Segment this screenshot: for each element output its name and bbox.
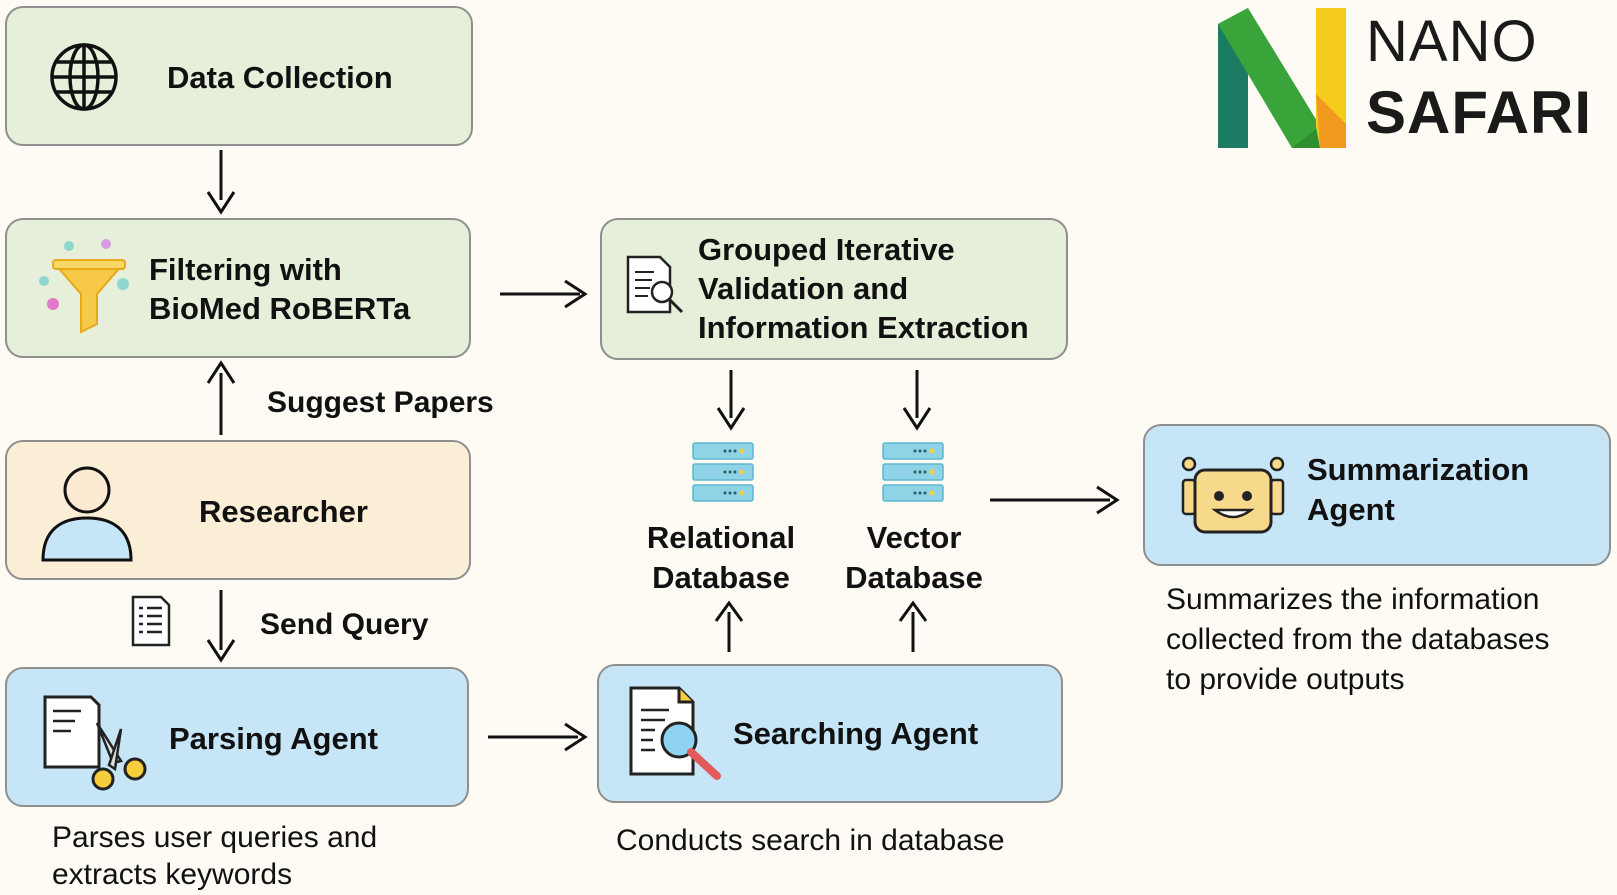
nano-safari-logo: NANO SAFARI <box>1208 4 1613 152</box>
search-document-icon <box>627 684 727 789</box>
searching-agent-label: Searching Agent <box>733 716 979 751</box>
grouped-validation-node: Grouped Iterative Validation and Informa… <box>600 218 1068 360</box>
relational-database-label-line1: Relational <box>646 520 796 555</box>
vector-database-icon <box>882 442 944 507</box>
checklist-icon <box>130 594 172 653</box>
arrow-searching-to-vector <box>898 600 928 652</box>
logo-line1: NANO <box>1366 9 1538 74</box>
filtering-label-line1: Filtering with <box>149 252 342 287</box>
data-collection-label: Data Collection <box>167 60 393 95</box>
arrow-databases-to-summarization <box>990 485 1120 515</box>
summarization-description-line1: Summarizes the information <box>1166 583 1540 616</box>
parsing-agent-node: Parsing Agent <box>5 667 469 807</box>
document-search-icon <box>624 254 690 325</box>
parsing-agent-label: Parsing Agent <box>169 721 378 756</box>
globe-icon <box>47 40 121 119</box>
relational-database-icon <box>692 442 754 507</box>
logo-n-mark <box>1216 6 1352 155</box>
data-collection-node: Data Collection <box>5 6 473 146</box>
vector-database-label-line2: Database <box>845 560 983 595</box>
arrow-researcher-to-filtering <box>206 360 236 435</box>
grouped-label-line2: Validation and <box>698 271 909 306</box>
arrow-filtering-to-grouped <box>500 279 588 309</box>
summarization-agent-label-line1: Summarization <box>1307 452 1530 487</box>
arrow-parsing-to-searching <box>488 722 588 752</box>
arrow-collection-to-filtering <box>206 150 236 215</box>
suggest-papers-label: Suggest Papers <box>267 386 494 419</box>
arrow-researcher-to-parsing <box>206 590 236 663</box>
arrow-grouped-to-vector <box>902 370 932 431</box>
funnel-icon <box>33 236 133 341</box>
send-query-label: Send Query <box>260 608 429 641</box>
relational-database-label: Relational Database <box>636 518 806 598</box>
searching-agent-node: Searching Agent <box>597 664 1063 803</box>
summarization-description-line2: collected from the databases <box>1166 623 1550 656</box>
robot-icon <box>1181 452 1285 541</box>
arrow-grouped-to-relational <box>716 370 746 431</box>
summarization-agent-label-line2: Agent <box>1307 492 1395 527</box>
grouped-label-line3: Information Extraction <box>698 310 1029 345</box>
filtering-label-line2: BioMed RoBERTa <box>149 291 411 326</box>
searching-agent-description: Conducts search in database <box>616 824 1005 857</box>
user-icon <box>35 460 139 569</box>
summarization-agent-node: Summarization Agent <box>1143 424 1611 566</box>
scissors-document-icon <box>41 693 153 802</box>
filtering-node: Filtering with BioMed RoBERTa <box>5 218 471 358</box>
vector-database-label-line1: Vector <box>866 520 962 555</box>
parsing-agent-description-line1: Parses user queries and <box>52 821 378 854</box>
arrow-searching-to-relational <box>714 600 744 652</box>
logo-line2: SAFARI <box>1366 79 1593 146</box>
parsing-agent-description-line2: extracts keywords <box>52 858 293 891</box>
researcher-label: Researcher <box>199 494 368 529</box>
vector-database-label: Vector Database <box>834 518 994 598</box>
relational-database-label-line2: Database <box>652 560 790 595</box>
summarization-description-line3: to provide outputs <box>1166 663 1405 696</box>
grouped-label-line1: Grouped Iterative <box>698 232 955 267</box>
researcher-node: Researcher <box>5 440 471 580</box>
